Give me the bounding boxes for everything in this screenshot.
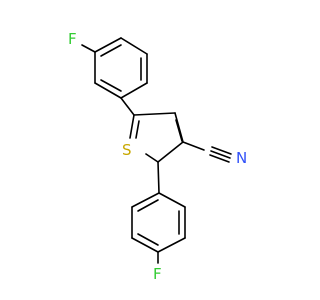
upper-fluorophenyl-ring [81, 37, 148, 116]
molecule-structure: F S N F [68, 30, 247, 283]
sulfur-label: S [122, 141, 132, 159]
fluorine-bottom-label: F [153, 265, 162, 283]
thiophene-ring [129, 112, 232, 194]
fluorine-top-label: F [68, 30, 77, 48]
nitrogen-label: N [236, 149, 247, 167]
lower-fluorophenyl-ring [131, 192, 186, 264]
